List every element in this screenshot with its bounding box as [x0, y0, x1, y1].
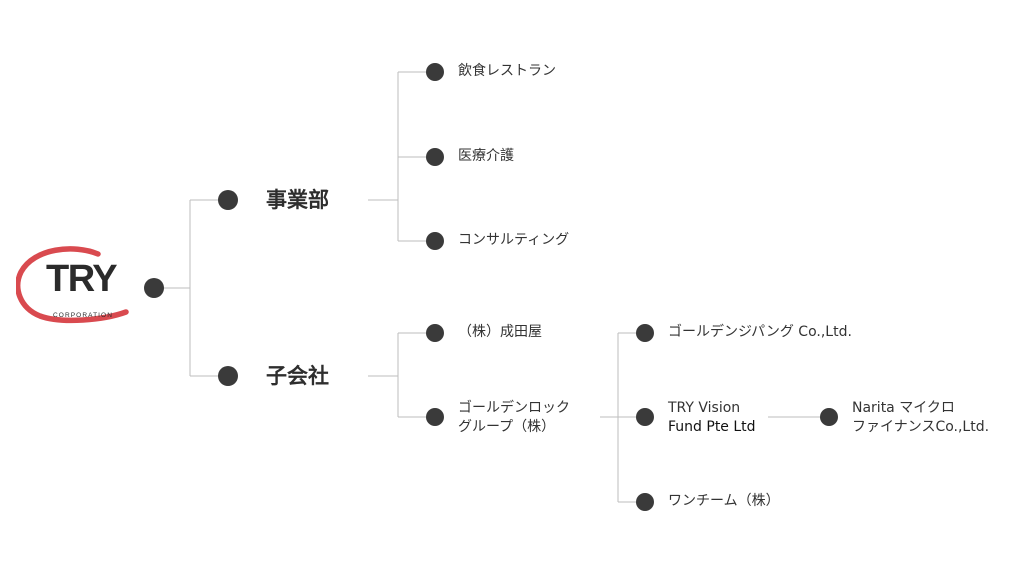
subsidiary-item-dot: [426, 408, 444, 426]
business-item-medical-care: 医療介護: [458, 148, 514, 164]
logo-tagline: CORPORATION: [53, 312, 114, 319]
try-vision-label-line1: TRY Vision: [668, 400, 741, 416]
subsidiaries-node-dot: [218, 366, 238, 386]
business-item-consulting: コンサルティング: [458, 232, 570, 248]
try-vision-label-line2: Fund Pte Ltd: [668, 419, 756, 435]
root-node-dot: [144, 278, 164, 298]
golden-zipang-label: ゴールデンジパング Co.,Ltd.: [668, 324, 852, 340]
business-item-dot: [426, 148, 444, 166]
golden-rock-child-dot: [636, 493, 654, 511]
business-item-dot: [426, 63, 444, 81]
try-corporation-logo: TRY CORPORATION: [15, 246, 140, 326]
connector-root: [162, 199, 218, 377]
one-team-label: ワンチーム（株）: [668, 493, 780, 509]
logo-wordmark: TRY: [46, 258, 118, 300]
business-division-label: 事業部: [266, 188, 329, 212]
golden-rock-child-dot: [636, 324, 654, 342]
connector-golden-rock: [600, 332, 636, 503]
subsidiary-golden-rock-line1: ゴールデンロック: [458, 400, 570, 416]
logo-swoosh-icon: [15, 246, 129, 324]
subsidiary-item-dot: [426, 324, 444, 342]
business-item-dot: [426, 232, 444, 250]
narita-micro-finance-line2: ファイナンスCo.,Ltd.: [852, 419, 990, 435]
try-vision-child-dot: [820, 408, 838, 426]
business-item-restaurant: 飲食レストラン: [458, 63, 556, 79]
business-node-dot: [218, 190, 238, 210]
subsidiaries-label: 子会社: [266, 364, 329, 388]
connector-business: [368, 71, 426, 242]
subsidiary-naritaya: （株）成田屋: [458, 324, 542, 340]
subsidiary-golden-rock-line2: グループ（株）: [458, 419, 556, 435]
narita-micro-finance-line1: Narita マイクロ: [852, 400, 955, 416]
golden-rock-child-dot: [636, 408, 654, 426]
connector-subsidiaries: [368, 332, 426, 418]
